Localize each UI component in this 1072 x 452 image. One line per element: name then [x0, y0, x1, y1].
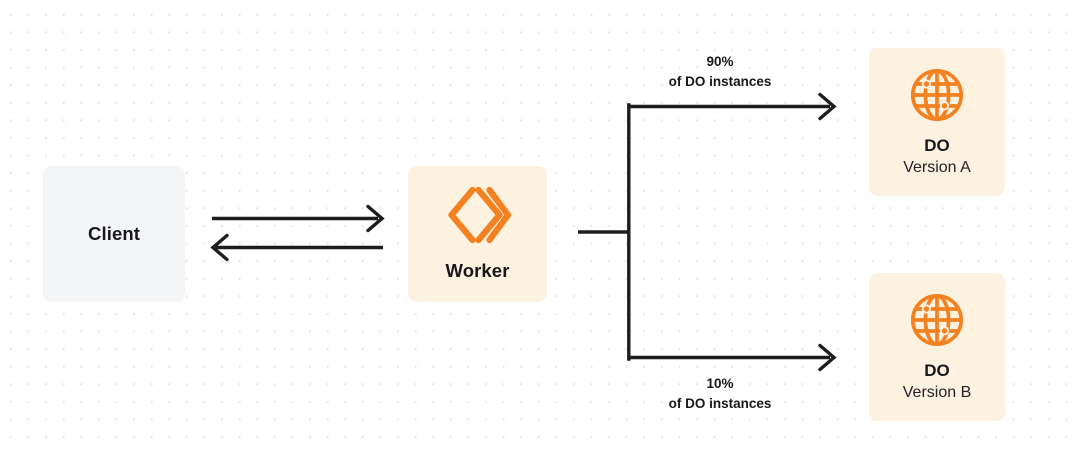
- node-client: Client: [43, 166, 185, 302]
- worker-to-client-arrow: [210, 233, 383, 262]
- client-label: Client: [88, 223, 140, 244]
- node-worker: Worker: [408, 166, 547, 302]
- branch-to-do-a-arrow: [628, 92, 837, 121]
- edge-label-bottom: 10% of DO instances: [618, 374, 822, 413]
- do-b-subtitle: Version B: [902, 384, 972, 402]
- edge-label-bottom-percent: 10%: [706, 376, 734, 391]
- globe-icon: [910, 294, 964, 347]
- branch-to-do-b-arrow: [628, 343, 837, 372]
- globe-icon: [910, 69, 964, 122]
- edge-label-top: 90% of DO instances: [618, 52, 822, 91]
- do-a-subtitle: Version A: [903, 159, 971, 177]
- node-do-version-b: DO Version B: [869, 273, 1005, 421]
- edge-label-top-percent: 90%: [706, 54, 734, 69]
- node-do-version-a: DO Version A: [869, 48, 1005, 196]
- edge-label-top-description: of DO instances: [668, 73, 772, 89]
- edge-label-bottom-description: of DO instances: [668, 395, 772, 411]
- do-a-title: DO: [924, 136, 950, 156]
- do-b-title: DO: [924, 361, 950, 381]
- branch-connector: [578, 103, 631, 361]
- cloudflare-workers-logo-icon: [447, 186, 511, 244]
- worker-label: Worker: [445, 260, 510, 281]
- client-to-worker-arrow: [212, 204, 385, 233]
